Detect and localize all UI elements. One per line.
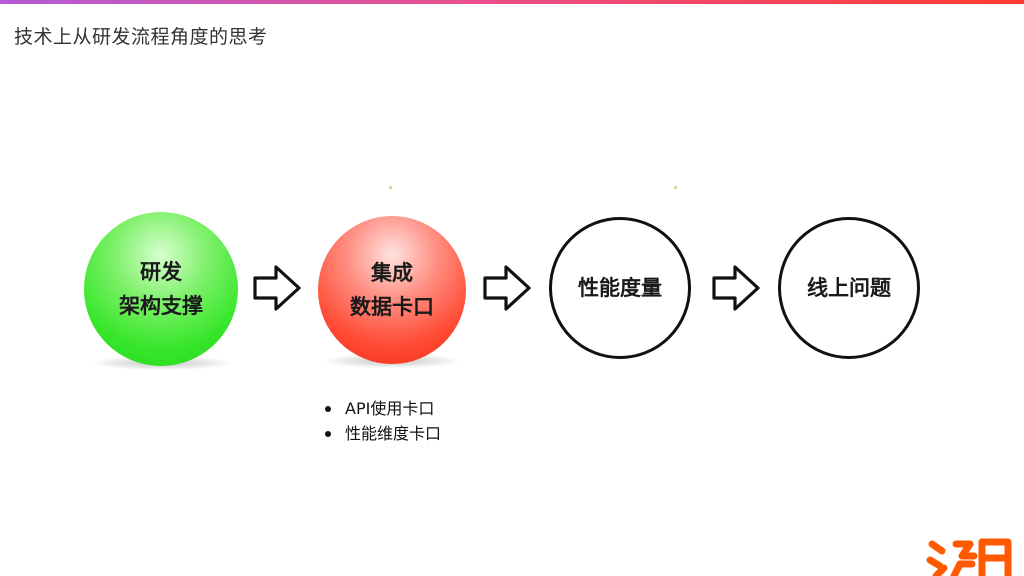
decorative-mark [389, 186, 392, 189]
bullet-dot-icon [325, 430, 331, 437]
hollow-right-arrow-icon [253, 265, 301, 311]
decorative-mark [674, 186, 677, 189]
bullet-text: 性能维度卡口 [345, 424, 442, 443]
step-label: 性能度量 [578, 276, 662, 300]
bullet-text: API使用卡口 [345, 399, 435, 418]
step-label-line1: 集成 [371, 261, 413, 285]
step-label: 线上问题 [807, 276, 891, 300]
step-dev-architecture: 研发 架构支撑 [84, 212, 238, 366]
list-item: API使用卡口 [325, 396, 441, 421]
slide-title: 技术上从研发流程角度的思考 [14, 26, 268, 48]
step-label-line2: 架构支撑 [119, 294, 203, 318]
brand-logo-icon [926, 538, 1012, 576]
step-online-issues: 线上问题 [778, 217, 920, 359]
step-label-line1: 研发 [140, 260, 182, 284]
list-item: 性能维度卡口 [325, 421, 441, 446]
integration-bullet-list: API使用卡口 性能维度卡口 [325, 396, 441, 446]
top-accent-bar [0, 0, 1024, 4]
step-label-line2: 数据卡口 [350, 295, 434, 319]
step-performance-metrics: 性能度量 [549, 217, 691, 359]
step-integration-gate: 集成 数据卡口 [318, 216, 466, 364]
hollow-right-arrow-icon [712, 265, 760, 311]
bullet-dot-icon [325, 405, 331, 412]
hollow-right-arrow-icon [483, 265, 531, 311]
